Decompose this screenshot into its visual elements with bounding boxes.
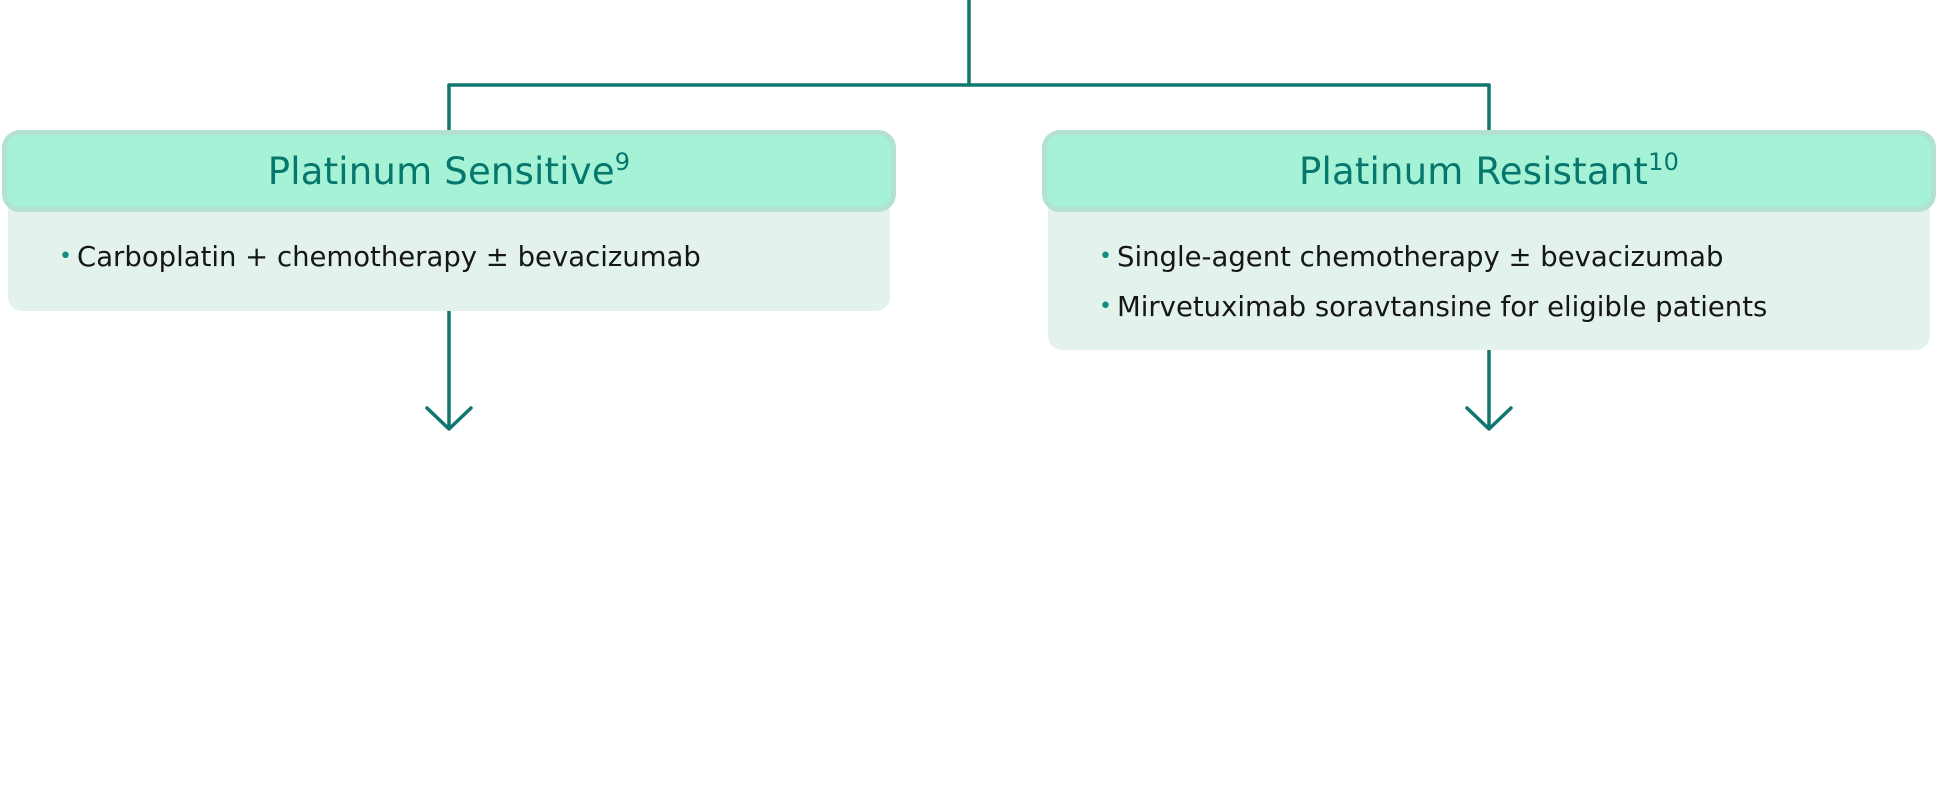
platinum-resistant-title: Platinum Resistant10 [1299, 150, 1679, 193]
platinum-sensitive-title-text: Platinum Sensitive [267, 149, 615, 193]
bullet-icon: • [1099, 244, 1112, 269]
list-item-text: Single-agent chemotherapy ± bevacizumab [1117, 241, 1724, 273]
left-arrow-head [425, 406, 473, 431]
platinum-resistant-items: •Single-agent chemotherapy ± bevacizumab… [1099, 232, 1767, 332]
platinum-sensitive-items: •Carboplatin + chemotherapy ± bevacizuma… [59, 232, 701, 282]
list-item-text: Carboplatin + chemotherapy ± bevacizumab [77, 241, 701, 273]
platinum-sensitive-reference: 9 [614, 147, 631, 176]
list-item: •Single-agent chemotherapy ± bevacizumab [1099, 232, 1767, 282]
platinum-resistant-box: Platinum Resistant10 •Single-agent chemo… [1042, 130, 1936, 350]
right-arrow-head [1465, 406, 1513, 431]
platinum-resistant-reference: 10 [1648, 147, 1680, 176]
bullet-icon: • [1099, 294, 1112, 319]
bullet-icon: • [59, 244, 72, 269]
platinum-sensitive-title: Platinum Sensitive9 [268, 150, 631, 193]
platinum-resistant-body [1048, 190, 1930, 350]
list-item: •Mirvetuximab soravtansine for eligible … [1099, 282, 1767, 332]
list-item-text: Mirvetuximab soravtansine for eligible p… [1117, 291, 1768, 323]
platinum-resistant-header: Platinum Resistant10 [1042, 130, 1936, 212]
platinum-resistant-title-text: Platinum Resistant [1298, 149, 1649, 193]
platinum-sensitive-header: Platinum Sensitive9 [2, 130, 896, 212]
list-item: •Carboplatin + chemotherapy ± bevacizuma… [59, 232, 701, 282]
platinum-sensitive-box: Platinum Sensitive9 •Carboplatin + chemo… [2, 130, 896, 311]
